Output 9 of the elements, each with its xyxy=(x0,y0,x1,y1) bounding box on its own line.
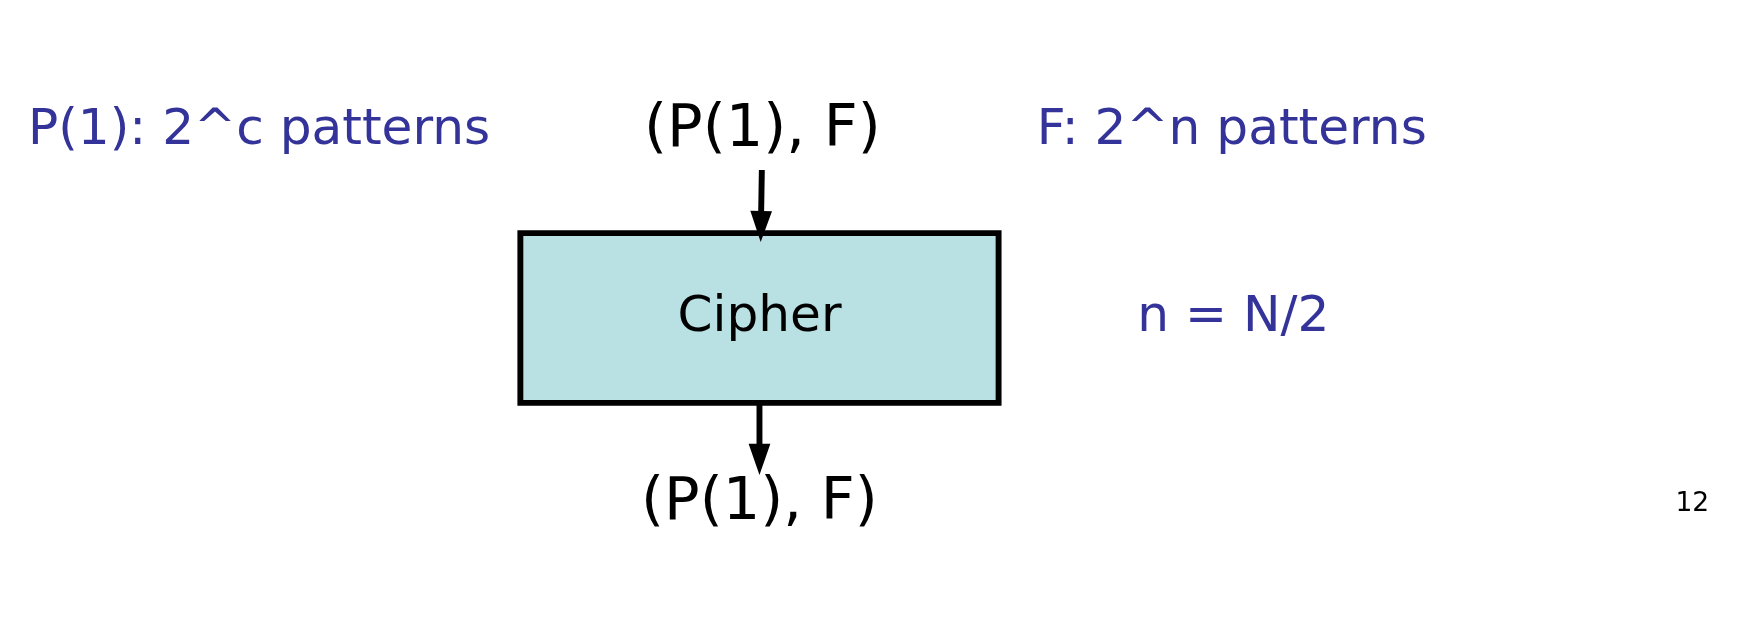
label: F: 2^n patterns xyxy=(1036,96,1427,156)
arrow xyxy=(750,169,773,242)
label: n = N/2 xyxy=(1137,283,1330,343)
label: P(1): 2^c patterns xyxy=(28,96,491,156)
node-text: (P(1), F) xyxy=(641,463,878,533)
label: 12 xyxy=(1675,485,1710,517)
node-box: Cipher xyxy=(517,229,1002,406)
node-text: (P(1), F) xyxy=(644,90,881,160)
arrow xyxy=(748,402,771,475)
